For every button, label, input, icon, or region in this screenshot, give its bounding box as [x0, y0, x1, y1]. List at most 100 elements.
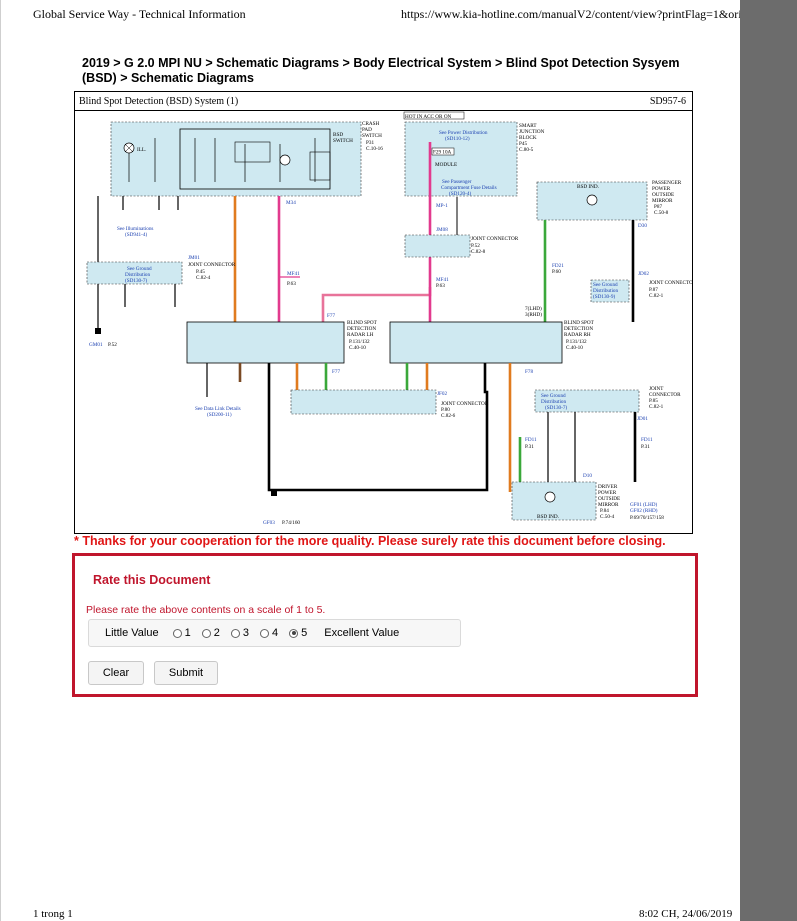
scale-low-label: Little Value: [105, 627, 159, 639]
ground-symbol-gf03: [271, 490, 277, 496]
see-pass-1: See Passenger: [442, 179, 472, 185]
fd11-right-label: FD11: [641, 437, 653, 443]
radio-1[interactable]: [172, 628, 182, 638]
diagram-divider: [75, 110, 692, 111]
see-ground-1: See Ground: [127, 266, 152, 272]
rating-option-3[interactable]: 3: [230, 627, 249, 639]
rating-option-1-label: 1: [184, 627, 191, 639]
jf02-ref-2: C.82-6: [441, 413, 456, 419]
see-ground-3: (SD130-7): [125, 277, 147, 284]
see-data-2: (SD200-11): [207, 411, 232, 418]
rhd-top-label: 3(RHD): [525, 311, 542, 318]
crash-pad-4: P31: [366, 140, 374, 146]
black-ground-wire-left: [267, 363, 275, 492]
ground-dist-left: [86, 261, 183, 285]
jd02-label: JD02: [638, 271, 649, 277]
driver-mirror-6: C.50-4: [600, 514, 615, 520]
radio-4[interactable]: [259, 628, 269, 638]
p52-label: P.52: [108, 342, 117, 348]
crash-pad-2: PAD: [362, 127, 372, 133]
print-page: Global Service Way - Technical Informati…: [0, 0, 751, 921]
see-illum-2: (SD941-4): [125, 231, 147, 238]
see-pass-2: Compartment Fuse Details: [441, 185, 497, 191]
gf03-label: GF03: [263, 520, 275, 526]
radio-5[interactable]: [289, 628, 299, 638]
see-power-1: See Power Distribution: [439, 130, 488, 136]
radar-lh-module: [186, 321, 345, 364]
ig1-wire: [321, 287, 432, 322]
radar-rh-5: C.40-10: [566, 345, 583, 351]
ground-dist-bottom-right: [534, 389, 640, 413]
sjb-3: BLOCK: [519, 135, 537, 141]
radar-rh-1: BLIND SPOT: [564, 320, 595, 326]
p31-label: P.31: [525, 444, 534, 450]
radar-rh-4: P.131/132: [566, 339, 587, 345]
viewer-background: [740, 0, 797, 921]
crash-pad-3: SWITCH: [362, 133, 382, 139]
print-header-title: Global Service Way - Technical Informati…: [33, 7, 246, 21]
pass-mirror-2: POWER: [652, 186, 671, 192]
ground-dist-right: [590, 279, 630, 303]
d10-label: D10: [583, 473, 592, 479]
radio-2[interactable]: [201, 628, 211, 638]
fuse-label: F29 10A: [433, 150, 452, 156]
rate-instruction: Please rate the above contents on a scal…: [86, 604, 326, 616]
bsd-switch-label-1: BSD: [333, 132, 343, 138]
rating-option-2[interactable]: 2: [201, 627, 220, 639]
p74-label: P.74/160: [282, 520, 300, 526]
see-ground3-3: (SD130-7): [545, 404, 567, 411]
pass-mirror-1: PASSENGER: [652, 180, 682, 186]
bsd-ind-bottom-panel: [511, 481, 597, 521]
sjb-4: P45: [519, 141, 527, 147]
black-ground-wire-right: [275, 363, 489, 492]
print-header-url: https://www.kia-hotline.com/manualV2/con…: [401, 7, 751, 21]
radar-rh-2: DETECTION: [564, 326, 593, 332]
rating-option-5-label: 5: [301, 627, 308, 639]
submit-button[interactable]: Submit: [154, 661, 218, 685]
jm08-joint: JOINT CONNECTOR: [471, 236, 519, 242]
pass-mirror-4: MIRROR: [652, 198, 673, 204]
gm01-label: GM01: [89, 342, 103, 348]
rating-option-1[interactable]: 1: [172, 627, 191, 639]
d30-label: D30: [638, 223, 647, 229]
jm01-ref-1: P.45: [196, 269, 205, 275]
radar-lh-5: C.40-10: [349, 345, 366, 351]
jf02-connector: [290, 389, 437, 415]
sjb-1: SMART: [519, 123, 537, 129]
jd02-ref-1: P.87: [649, 287, 658, 293]
jm08-label: JM08: [436, 227, 448, 233]
joint-conn2-4: C.82-1: [649, 404, 664, 410]
clear-button[interactable]: Clear: [88, 661, 144, 685]
jf02-label: JF02: [437, 391, 447, 397]
rating-option-5[interactable]: 5: [289, 627, 307, 639]
jf02-ref-1: P.80: [441, 407, 450, 413]
p31-right-label: P.31: [641, 444, 650, 450]
fd21-label: FD21: [552, 263, 564, 269]
jf02-joint: JOINT CONNECTOR: [441, 401, 489, 407]
p60-label: P.60: [552, 269, 561, 275]
mp1-label: MP-1: [436, 203, 448, 209]
see-illum-1: See Illuminations: [117, 226, 153, 232]
jm01-ref-2: C.82-4: [196, 275, 211, 281]
ill-label: ILL.: [137, 147, 146, 153]
radio-3[interactable]: [230, 628, 240, 638]
jd01-label: JD01: [637, 416, 648, 422]
see-ground3-2: Distribution: [541, 399, 566, 405]
rate-document-panel: Rate this Document Please rate the above…: [72, 553, 698, 697]
see-power-2: (SD110-12): [445, 135, 470, 142]
radar-lh-4: P.131/132: [349, 339, 370, 345]
rating-option-4[interactable]: 4: [259, 627, 278, 639]
joint-connector-label: JOINT CONNECTOR: [188, 262, 236, 268]
f78-label: F78: [525, 369, 533, 375]
bsd-indicator-top-icon: [586, 194, 598, 206]
driver-mirror-1: DRIVER: [598, 484, 618, 490]
m34-label: M34: [286, 200, 296, 206]
see-ground3-1: See Ground: [541, 393, 566, 399]
jm08-connector: [404, 234, 471, 258]
diagram-title: Blind Spot Detection (BSD) System (1): [79, 96, 239, 107]
gf02-label: GF02 (RHD): [630, 507, 658, 514]
see-ground2-3: (SD130-9): [593, 293, 615, 300]
sjb-5: C.80-5: [519, 147, 534, 153]
jd02-joint: JOINT CONNECTOR: [649, 280, 692, 286]
f77-bottom-label: F77: [332, 369, 340, 375]
